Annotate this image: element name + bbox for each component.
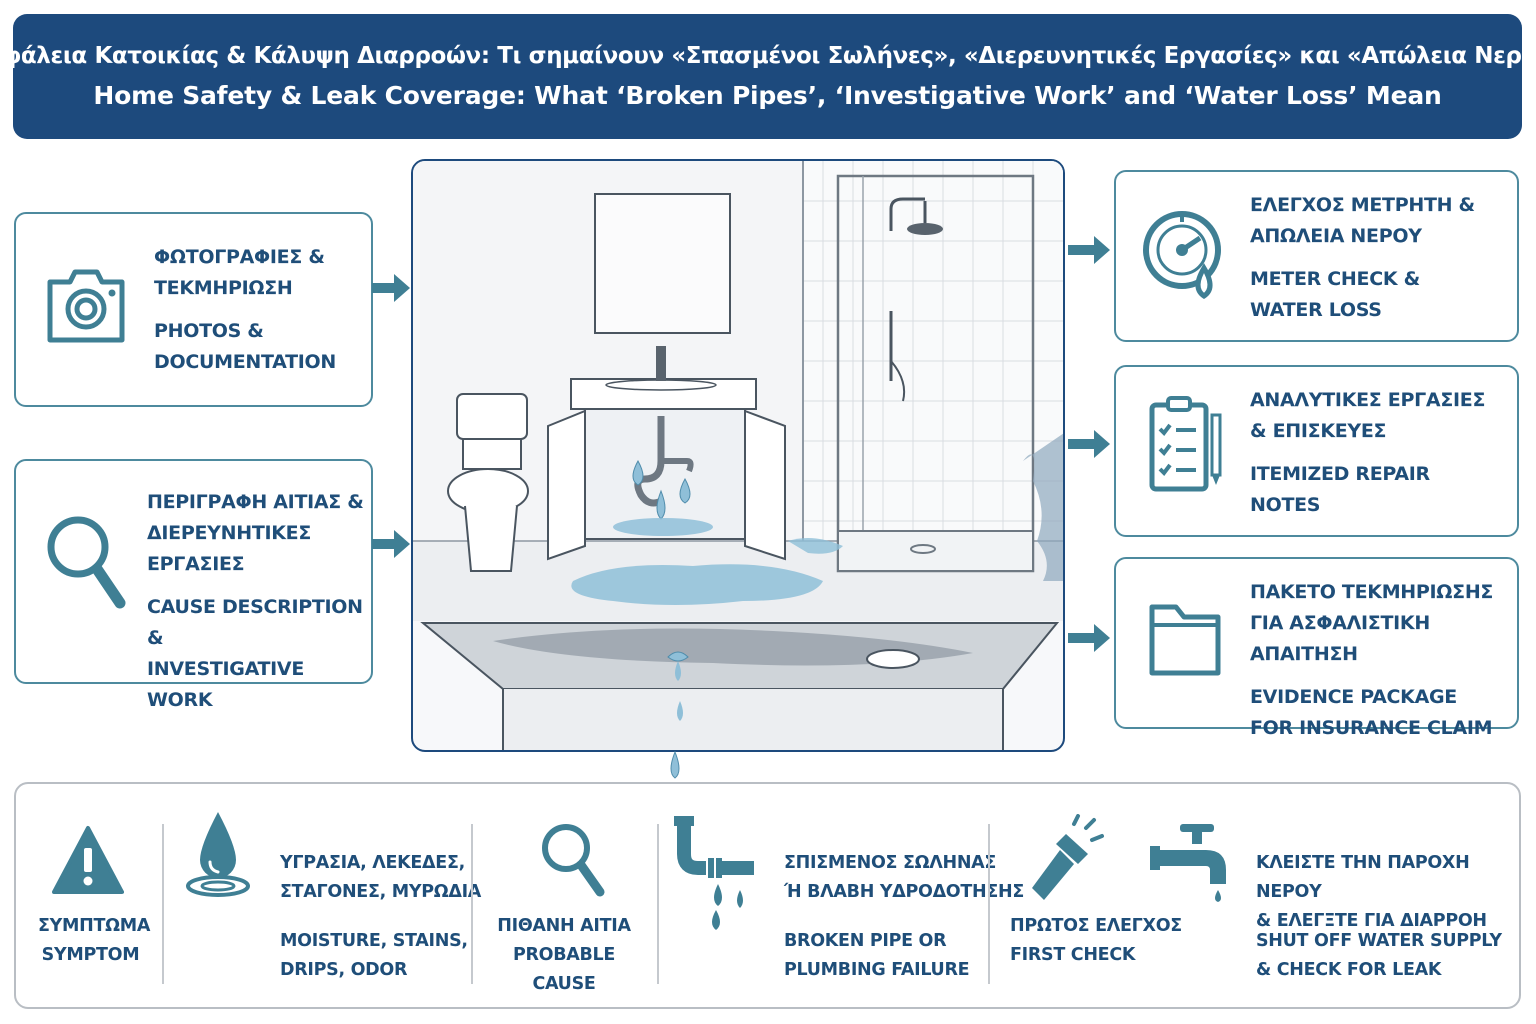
evidence-package-card: ΠΑΚΕΤΟ ΤΕΚΜΗΡΙΩΣΗΣ ΓΙΑ ΑΣΦΑΛΙΣΤΙΚΗ ΑΠΑΙΤ… — [1114, 557, 1519, 739]
divider — [657, 824, 659, 984]
faucet-icon — [1150, 824, 1226, 902]
water-drop-icon — [186, 812, 250, 897]
cause-label-greek: ΠΕΡΙΓΡΑΦΗ ΑΙΤΙΑΣ & ΔΙΕΡΕΥΝΗΤΙΚΕΣ ΕΡΓΑΣΙΕ… — [147, 491, 364, 575]
first-check-label: ΠΡΩΤΟΣ ΕΛΕΓΧΟΣ FIRST CHECK — [1010, 916, 1182, 965]
cause-label-english: CAUSE DESCRIPTION & INVESTIGATIVE WORK — [147, 596, 363, 711]
arrow-right-icon — [372, 274, 410, 302]
broken-pipe-icon — [674, 816, 754, 930]
cause-investigation-card: ΠΕΡΙΓΡΑΦΗ ΑΙΤΙΑΣ & ΔΙΕΡΕΥΝΗΤΙΚΕΣ ΕΡΓΑΣΙΕ… — [14, 459, 373, 711]
meter-label-greek: ΕΛΕΓΧΟΣ ΜΕΤΡΗΤΗ & ΑΠΩΛΕΙΑ ΝΕΡΟΥ — [1250, 194, 1475, 247]
folder-icon — [1149, 604, 1221, 676]
arrow-right-icon — [1068, 236, 1110, 264]
flashlight-icon — [1032, 814, 1104, 900]
divider — [988, 824, 990, 984]
meter-check-card: ΕΛΕΓΧΟΣ ΜΕΤΡΗΤΗ & ΑΠΩΛΕΙΑ ΝΕΡΟΥ METER CH… — [1114, 170, 1519, 342]
arrow-right-icon — [1068, 430, 1110, 458]
header-banner: Ασφάλεια Κατοικίας & Κάλυψη Διαρροών: Τι… — [0, 14, 1536, 139]
arrow-right-icon — [1068, 624, 1110, 652]
pipe-label-english: BROKEN PIPE OR PLUMBING FAILURE — [784, 931, 970, 980]
photos-documentation-card: ΦΩΤΟΓΡΑΦΙΕΣ & ΤΕΚΜΗΡΙΩΣΗ PHOTOS & DOCUME… — [14, 212, 373, 407]
evidence-label-english: EVIDENCE PACKAGE FOR INSURANCE CLAIM — [1250, 686, 1493, 739]
camera-icon — [47, 269, 125, 343]
divider — [471, 824, 473, 984]
shutoff-label-greek: ΚΛΕΙΣΤΕ ΤΗΝ ΠΑΡΟΧΗ ΝΕΡΟΥ & ΕΛΕΓΞΤΕ ΓΙΑ Δ… — [1256, 853, 1487, 931]
arrow-right-icon — [372, 530, 410, 558]
magnifier-icon — [542, 824, 605, 897]
clipboard-checklist-icon — [1149, 396, 1222, 492]
warning-icon — [52, 826, 124, 894]
shutoff-label-english: SHUT OFF WATER SUPPLY & CHECK FOR LEAK — [1256, 931, 1502, 980]
meter-label-english: METER CHECK & WATER LOSS — [1250, 268, 1420, 321]
photos-label-english: PHOTOS & DOCUMENTATION — [154, 320, 336, 373]
probable-cause-label: ΠΙΘΑΝΗ ΑΙΤΙΑ PROBABLE CAUSE — [497, 916, 631, 994]
moisture-label-english: MOISTURE, STAINS, DRIPS, ODOR — [280, 931, 468, 980]
photos-label-greek: ΦΩΤΟΓΡΑΦΙΕΣ & ΤΕΚΜΗΡΙΩΣΗ — [154, 246, 325, 299]
bathroom-leak-illustration — [411, 159, 1065, 752]
repairs-label-english: ITEMIZED REPAIR NOTES — [1250, 463, 1430, 516]
repairs-label-greek: ΑΝΑΛΥΤΙΚΕΣ ΕΡΓΑΣΙΕΣ & ΕΠΙΣΚΕΥΕΣ — [1250, 389, 1486, 442]
title-english: Home Safety & Leak Coverage: What ‘Broke… — [93, 81, 1442, 110]
magnifier-icon — [47, 516, 126, 609]
evidence-label-greek: ΠΑΚΕΤΟ ΤΕΚΜΗΡΙΩΣΗΣ ΓΙΑ ΑΣΦΑΛΙΣΤΙΚΗ ΑΠΑΙΤ… — [1250, 581, 1494, 665]
title-greek: Ασφάλεια Κατοικίας & Κάλυψη Διαρροών: Τι… — [0, 43, 1536, 69]
moisture-label-greek: ΥΓΡΑΣΙΑ, ΛΕΚΕΔΕΣ, ΣΤΑΓΟΝΕΣ, ΜΥΡΩΔΙΑ — [280, 853, 482, 902]
symptom-to-action-panel: ΣΥΜΠΤΩΜΑ SYMPTOM ΥΓΡΑΣΙΑ, ΛΕΚΕΔΕΣ, ΣΤΑΓΟ… — [14, 782, 1521, 1009]
meter-gauge-icon — [1143, 211, 1221, 300]
itemized-repairs-card: ΑΝΑΛΥΤΙΚΕΣ ΕΡΓΑΣΙΕΣ & ΕΠΙΣΚΕΥΕΣ ITEMIZED… — [1114, 365, 1519, 537]
symptom-label: ΣΥΜΠΤΩΜΑ SYMPTOM — [38, 916, 151, 965]
divider — [162, 824, 164, 984]
